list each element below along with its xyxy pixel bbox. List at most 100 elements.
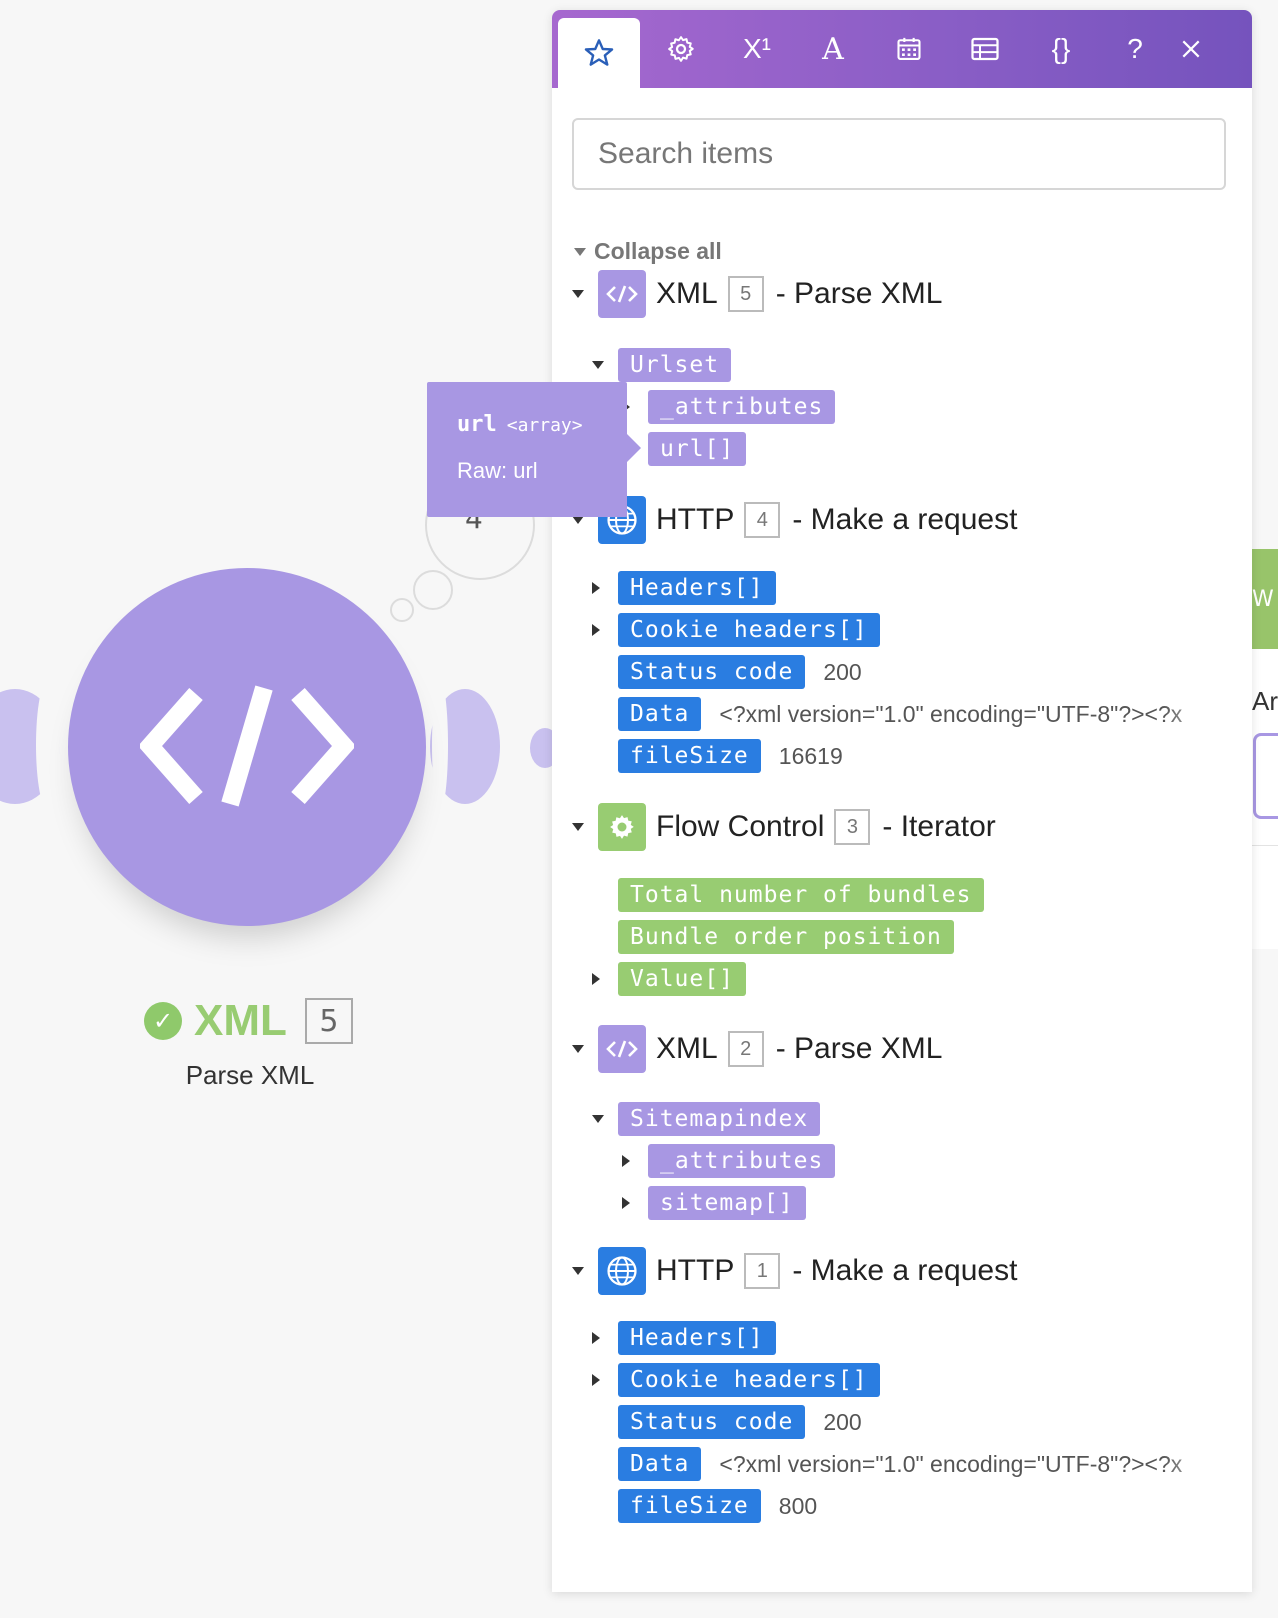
mapping-pill[interactable]: Total number of bundles — [618, 878, 984, 912]
list-item[interactable]: fileSize 800 — [592, 1489, 817, 1523]
item-toggle[interactable] — [592, 1332, 618, 1344]
item-toggle[interactable] — [622, 1197, 648, 1209]
calendar-icon — [897, 37, 921, 60]
collapse-all-label: Collapse all — [594, 238, 722, 264]
mapping-pill[interactable]: Status code — [618, 655, 806, 689]
mapping-pill[interactable]: Cookie headers[] — [618, 613, 880, 647]
tab-array-functions[interactable] — [944, 10, 1026, 88]
mapping-pill[interactable]: fileSize — [618, 739, 761, 773]
tab-general-functions[interactable] — [640, 10, 722, 88]
module-action: - Make a request — [792, 1254, 1018, 1287]
mapping-pill[interactable]: Headers[] — [618, 1321, 776, 1355]
list-item[interactable]: url[] — [622, 432, 747, 466]
list-item[interactable]: Value[] — [592, 962, 746, 996]
module-number-badge: 1 — [744, 1253, 781, 1289]
list-item[interactable]: Status code 200 — [592, 655, 862, 689]
list-item[interactable]: Data <?xml version="1.0" encoding="UTF-8… — [592, 697, 1224, 731]
item-toggle[interactable] — [592, 582, 618, 594]
tab-favorites[interactable] — [558, 18, 640, 88]
mapping-pill[interactable]: Status code — [618, 1405, 806, 1439]
mapping-pill[interactable]: Sitemapindex — [618, 1102, 821, 1136]
caret-down-icon — [572, 516, 584, 524]
item-value: <?xml version="1.0" encoding="UTF-8"?><?… — [719, 1450, 1183, 1477]
mapping-pill[interactable]: Data — [618, 697, 702, 731]
module-header-http-1[interactable]: HTTP 1 - Make a request — [572, 1247, 1017, 1295]
mapping-pill[interactable]: Value[] — [618, 962, 746, 996]
list-item[interactable]: Data <?xml version="1.0" encoding="UTF-8… — [592, 1447, 1224, 1481]
list-item[interactable]: _attributes — [622, 1144, 836, 1178]
list-item[interactable]: Cookie headers[] — [592, 613, 880, 647]
help-button[interactable]: ? — [1112, 10, 1158, 88]
caret-down-icon — [572, 823, 584, 831]
xml-module-node[interactable] — [68, 568, 426, 926]
module-header-xml-5[interactable]: XML 5 - Parse XML — [572, 270, 942, 318]
list-item[interactable]: Cookie headers[] — [592, 1363, 880, 1397]
item-toggle[interactable] — [622, 1155, 648, 1167]
peek-header-text: W — [1252, 587, 1274, 612]
item-toggle[interactable] — [592, 361, 618, 369]
tab-json-functions[interactable]: {} — [1020, 10, 1102, 88]
item-toggle[interactable] — [592, 973, 618, 985]
list-item[interactable]: Headers[] — [592, 1321, 776, 1355]
globe-icon — [598, 1247, 646, 1295]
tab-date-functions[interactable] — [868, 10, 950, 88]
module-toggle[interactable] — [572, 290, 598, 298]
mapping-pill[interactable]: _attributes — [648, 390, 836, 424]
module-number-badge: 5 — [727, 276, 764, 312]
module-header-xml-2[interactable]: XML 2 - Parse XML — [572, 1025, 942, 1073]
module-number-badge: 4 — [744, 502, 781, 538]
list-item[interactable]: fileSize 16619 — [592, 739, 843, 773]
module-toggle[interactable] — [572, 516, 598, 524]
item-toggle[interactable] — [592, 1374, 618, 1386]
mapping-pill[interactable]: Cookie headers[] — [618, 1363, 880, 1397]
list-item[interactable]: Total number of bundles — [592, 878, 984, 912]
module-type: XML — [656, 277, 718, 310]
mapping-pill[interactable]: Headers[] — [618, 571, 776, 605]
module-subtitle: Parse XML — [185, 1060, 315, 1090]
mapping-pill[interactable]: Urlset — [618, 348, 732, 382]
mapping-pill[interactable]: fileSize — [618, 1489, 761, 1523]
module-header-http-4[interactable]: HTTP 4 - Make a request — [572, 496, 1017, 544]
connector-gap — [36, 680, 60, 810]
caret-right-icon — [592, 1332, 600, 1344]
list-item[interactable]: _attributes — [622, 390, 836, 424]
search-input[interactable] — [572, 118, 1226, 190]
module-action: - Make a request — [792, 503, 1018, 536]
item-toggle[interactable] — [592, 1115, 618, 1123]
collapse-all-toggle[interactable]: Collapse all — [574, 238, 722, 265]
module-toggle[interactable] — [572, 823, 598, 831]
tooltip-item-type: <array> — [506, 415, 583, 436]
panel-tabbar: X¹ A {} ? — [552, 10, 1252, 88]
module-title: ✓ XML 5 — [144, 996, 353, 1046]
help-icon: ? — [1127, 33, 1143, 64]
mapping-pill[interactable]: Bundle order position — [618, 920, 954, 954]
tab-text-functions[interactable]: A — [792, 10, 874, 88]
module-header-flow-control-3[interactable]: Flow Control 3 - Iterator — [572, 803, 996, 851]
module-toggle[interactable] — [572, 1267, 598, 1275]
peek-input-field[interactable] — [1253, 733, 1278, 819]
tooltip-item-name: url — [457, 412, 497, 437]
mapping-pill[interactable]: Data — [618, 1447, 702, 1481]
text-icon: A — [822, 31, 844, 67]
close-button[interactable] — [1168, 10, 1214, 88]
list-item[interactable]: Urlset — [592, 348, 732, 382]
code-icon — [598, 270, 646, 318]
module-number-badge: 3 — [834, 809, 871, 845]
item-tooltip: url<array> Raw: url — [427, 382, 641, 517]
list-item[interactable]: Bundle order position — [592, 920, 954, 954]
item-toggle[interactable] — [592, 624, 618, 636]
mapping-pill[interactable]: sitemap[] — [648, 1186, 806, 1220]
mapping-pill[interactable]: _attributes — [648, 1144, 836, 1178]
mapping-pill[interactable]: url[] — [648, 432, 747, 466]
list-item[interactable]: Status code 200 — [592, 1405, 862, 1439]
list-item[interactable]: sitemap[] — [622, 1186, 806, 1220]
peek-divider — [1248, 845, 1278, 846]
module-type: Flow Control — [656, 810, 825, 843]
tab-math-functions[interactable]: X¹ — [716, 10, 798, 88]
close-icon — [1182, 40, 1200, 58]
list-item[interactable]: Sitemapindex — [592, 1102, 821, 1136]
module-toggle[interactable] — [572, 1045, 598, 1053]
list-item[interactable]: Headers[] — [592, 571, 776, 605]
caret-right-icon — [592, 624, 600, 636]
module-action: - Parse XML — [775, 1032, 943, 1065]
